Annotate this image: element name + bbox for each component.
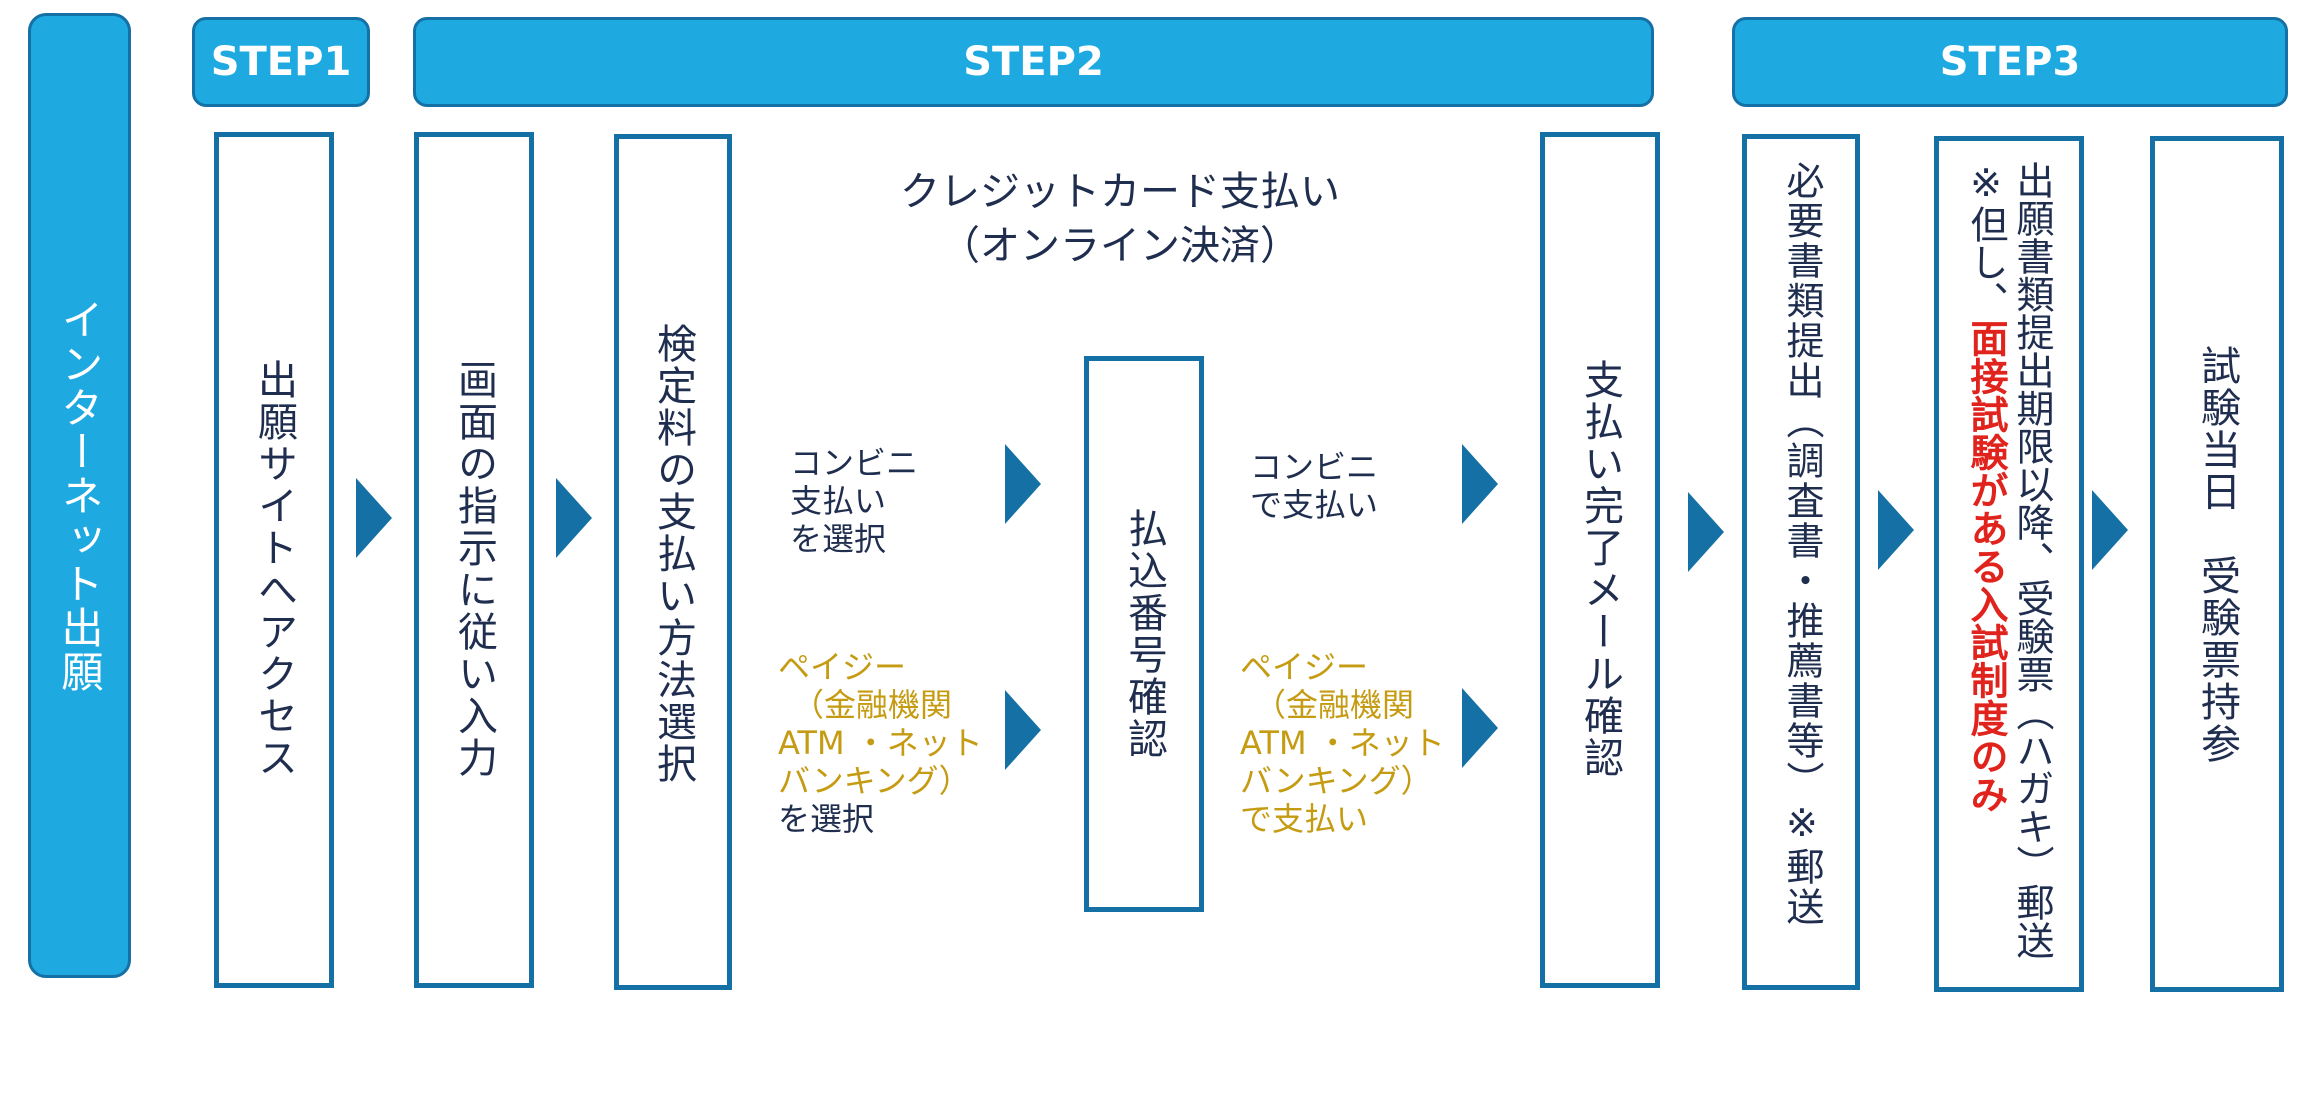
payeasy-select-line: バンキング）: [778, 762, 971, 800]
conv-pay-line: コンビニ: [1250, 448, 1379, 486]
conv-select-line: 支払い: [790, 482, 887, 520]
exam-day-text: 試験当日 受験票持参: [2194, 345, 2240, 765]
payeasy-pay-label: ペイジー （金融機関 ATM ・ネット バンキング） で支払い: [1240, 648, 1445, 838]
arrow-right-icon: [1005, 444, 1041, 524]
sidebar-label: インターネット出願: [55, 297, 104, 694]
access-site-box: 出願サイトへアクセス: [214, 132, 334, 988]
arrow-right-icon: [556, 478, 592, 558]
payeasy-pay-line: バンキング）: [1240, 762, 1433, 800]
payment-method-text: 検定料の支払い方法選択: [650, 323, 696, 785]
access-site-text: 出願サイトへアクセス: [251, 359, 297, 779]
credit-card-line1: クレジットカード支払い: [900, 169, 1340, 215]
step3-label: STEP3: [1939, 39, 2081, 85]
conv-select-line: コンビニ: [790, 444, 919, 482]
step1-header: STEP1: [192, 17, 370, 107]
arrow-right-icon: [1462, 444, 1498, 524]
exam-ticket-note-col1: 出願書類提出期限以降、受験票（ハガキ）郵送: [2010, 161, 2054, 959]
arrow-right-icon: [356, 478, 392, 558]
payeasy-pay-line: ペイジー: [1240, 648, 1369, 686]
credit-card-label: クレジットカード支払い （オンライン決済）: [840, 165, 1400, 273]
input-box: 画面の指示に従い入力: [414, 132, 534, 988]
conv-select-line: を選択: [790, 520, 887, 558]
exam-ticket-note: 出願書類提出期限以降、受験票（ハガキ）郵送 ※但し、面接試験がある入試制度のみ: [1964, 161, 2054, 959]
input-text: 画面の指示に従い入力: [451, 359, 497, 779]
step1-label: STEP1: [210, 39, 352, 85]
completion-mail-text: 支払い完了メール確認: [1577, 359, 1623, 779]
payeasy-pay-line: で支払い: [1240, 800, 1369, 838]
documents-box: 必要書類提出（調査書・推薦書等）※郵送: [1742, 134, 1860, 990]
arrow-right-icon: [1688, 492, 1724, 572]
convenience-select-label: コンビニ 支払い を選択: [790, 444, 918, 558]
note-interview-only: 面接試験がある入試制度のみ: [1964, 319, 2008, 813]
payeasy-select-action: を選択: [778, 800, 875, 838]
payment-number-box: 払込番号確認: [1084, 356, 1204, 912]
conv-pay-line: で支払い: [1250, 486, 1379, 524]
step2-label: STEP2: [963, 39, 1104, 85]
payeasy-pay-line: （金融機関: [1254, 686, 1415, 724]
payment-method-box: 検定料の支払い方法選択: [614, 134, 732, 990]
credit-card-line2: （オンライン決済）: [940, 223, 1300, 269]
arrow-right-icon: [1878, 490, 1914, 570]
arrow-right-icon: [1005, 690, 1041, 770]
payeasy-pay-line: ATM ・ネット: [1240, 724, 1445, 762]
arrow-right-icon: [2092, 490, 2128, 570]
exam-day-box: 試験当日 受験票持参: [2150, 136, 2284, 992]
note-prefix: ※但し、: [1964, 161, 2008, 319]
payeasy-select-line: （金融機関: [792, 686, 953, 724]
arrow-right-icon: [1462, 688, 1498, 768]
step2-header: STEP2: [413, 17, 1654, 107]
payeasy-select-label: ペイジー （金融機関 ATM ・ネット バンキング） を選択: [778, 648, 983, 838]
payeasy-select-line: ペイジー: [778, 648, 907, 686]
payeasy-select-line: ATM ・ネット: [778, 724, 983, 762]
internet-application-sidebar: インターネット出願: [28, 13, 131, 978]
exam-ticket-note-col2: ※但し、面接試験がある入試制度のみ: [1964, 161, 2008, 959]
payment-number-text: 払込番号確認: [1121, 508, 1167, 760]
step3-header: STEP3: [1732, 17, 2288, 107]
completion-mail-box: 支払い完了メール確認: [1540, 132, 1660, 988]
documents-text: 必要書類提出（調査書・推薦書等）※郵送: [1779, 161, 1824, 927]
convenience-pay-label: コンビニ で支払い: [1250, 448, 1378, 524]
exam-ticket-box: 出願書類提出期限以降、受験票（ハガキ）郵送 ※但し、面接試験がある入試制度のみ: [1934, 136, 2084, 992]
